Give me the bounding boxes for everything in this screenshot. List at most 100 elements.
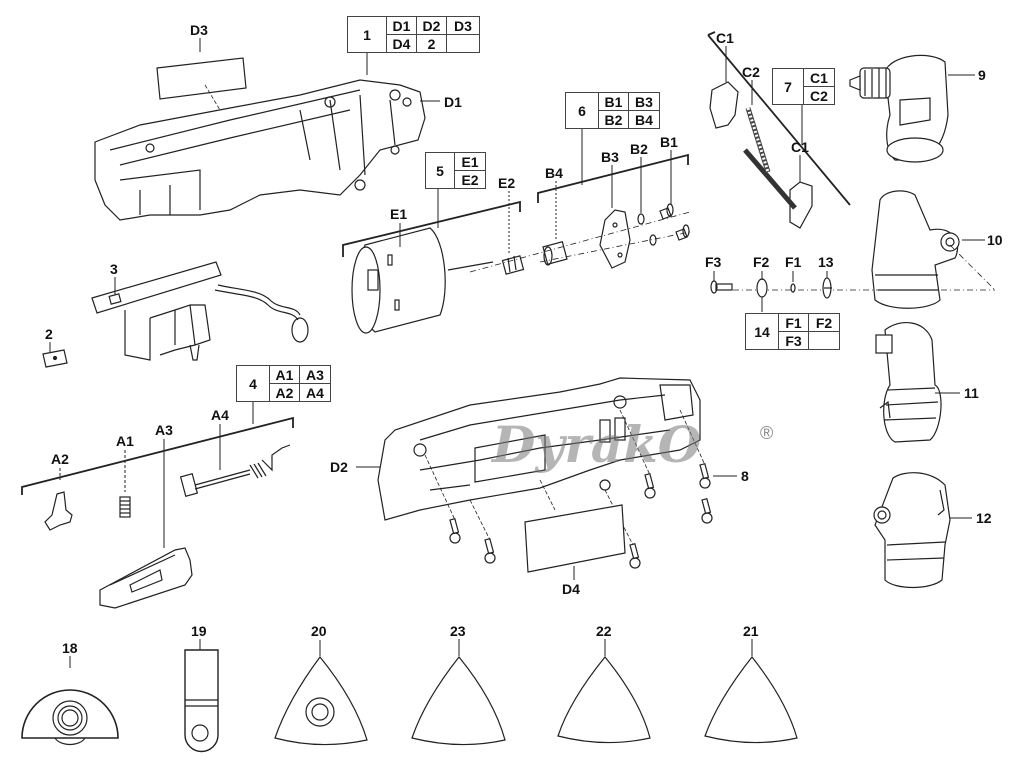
callout-e1[interactable]: E1 — [390, 206, 408, 222]
screw-b1 — [659, 203, 690, 241]
callout-19[interactable]: 19 — [191, 623, 207, 639]
callout-b2[interactable]: B2 — [630, 141, 648, 157]
segment-blade-18 — [21, 689, 119, 746]
kit-cell: A4 — [306, 384, 324, 401]
callout-a4[interactable]: A4 — [211, 407, 229, 423]
sanding-sheet-21 — [704, 656, 798, 744]
callout-c1-bottom[interactable]: C1 — [791, 139, 809, 155]
kit-cell: A2 — [270, 384, 300, 401]
callout-d3[interactable]: D3 — [190, 22, 208, 38]
kit-number: 1 — [348, 17, 387, 52]
kit-cell: E1 — [455, 153, 485, 171]
kit-cell: D1 — [387, 17, 417, 35]
callout-3[interactable]: 3 — [110, 261, 118, 277]
callout-10[interactable]: 10 — [987, 232, 1003, 248]
right-angle-head-11 — [875, 322, 942, 443]
kit-cell: B4 — [635, 111, 653, 128]
kit-table-14[interactable]: 14 F1 F2 F3 — [745, 313, 840, 350]
kit-number: 4 — [237, 366, 270, 401]
callout-23[interactable]: 23 — [450, 623, 466, 639]
callout-d1[interactable]: D1 — [444, 94, 462, 110]
callout-b4[interactable]: B4 — [545, 165, 563, 181]
kit-number: 7 — [773, 69, 804, 104]
kit-cell: F2 — [809, 314, 839, 332]
kit-cell: E2 — [461, 171, 479, 188]
kit-6-bracket — [537, 153, 689, 203]
callout-b3[interactable]: B3 — [601, 149, 619, 165]
kit-cell: D4 — [387, 35, 417, 52]
gear-e2 — [501, 255, 525, 275]
kit-number: 14 — [746, 314, 779, 349]
kit-cell: B2 — [599, 111, 629, 128]
callout-b1[interactable]: B1 — [660, 134, 678, 150]
callout-a3[interactable]: A3 — [155, 422, 173, 438]
kit-table-4[interactable]: 4 A1 A3 A2 A4 — [236, 365, 331, 402]
pinion-b4 — [542, 240, 568, 266]
spring-a1 — [119, 496, 131, 518]
clip-f1 — [790, 283, 796, 293]
callout-21[interactable]: 21 — [743, 623, 759, 639]
sanding-sheet-22 — [557, 656, 651, 744]
callout-f3[interactable]: F3 — [705, 254, 722, 270]
kit-cell: F1 — [779, 314, 809, 332]
callout-2[interactable]: 2 — [45, 326, 53, 342]
callout-18[interactable]: 18 — [62, 640, 78, 656]
kit-table-1[interactable]: 1 D1 D2 D3 D4 2 — [347, 16, 480, 53]
drill-chuck-head-9 — [849, 54, 949, 163]
callout-8[interactable]: 8 — [741, 468, 749, 484]
kit-number: 5 — [426, 153, 455, 188]
kit-cell: B1 — [599, 93, 629, 111]
kit-4-bracket — [21, 416, 294, 495]
kit-7-bracket — [707, 34, 851, 206]
callout-20[interactable]: 20 — [311, 623, 327, 639]
callout-f1[interactable]: F1 — [785, 254, 802, 270]
kit-cell: C1 — [804, 69, 834, 87]
kit-cell: A1 — [270, 366, 300, 384]
kit-number: 6 — [566, 93, 599, 128]
kit-table-6[interactable]: 6 B1 B3 B2 B4 — [565, 92, 660, 129]
watermark: DyrakO — [492, 415, 702, 474]
disk-13 — [822, 277, 832, 299]
callout-f2[interactable]: F2 — [753, 254, 770, 270]
callout-e2[interactable]: E2 — [498, 175, 516, 191]
callout-11[interactable]: 11 — [964, 385, 979, 401]
kit-cell: 2 — [417, 35, 447, 52]
latch-a2 — [44, 491, 73, 531]
clamp-c1 — [709, 81, 813, 229]
callout-12[interactable]: 12 — [976, 510, 992, 526]
washer-b2 — [637, 213, 645, 225]
kit-cell: A3 — [300, 366, 330, 384]
impact-head-12 — [873, 472, 951, 589]
kit-cell: F3 — [779, 332, 809, 349]
kit-cell: D2 — [417, 17, 447, 35]
kit-cell — [809, 332, 839, 349]
kit-cell: C2 — [810, 87, 828, 104]
callout-22[interactable]: 22 — [596, 623, 612, 639]
bracket-plate-b3 — [599, 209, 631, 269]
callout-a1[interactable]: A1 — [116, 433, 134, 449]
callout-d4[interactable]: D4 — [562, 581, 580, 597]
callout-13[interactable]: 13 — [818, 254, 834, 270]
label-plate-d3 — [156, 57, 247, 100]
housing-half-d1 — [94, 79, 426, 221]
label-plate-d4 — [524, 504, 626, 573]
kit-5-bracket — [342, 200, 521, 257]
sanding-pad-20 — [274, 656, 368, 746]
kit-table-7[interactable]: 7 C1 C2 — [772, 68, 835, 105]
switch-assembly-3 — [91, 261, 309, 361]
motor-e1 — [351, 227, 494, 334]
callout-c1-top[interactable]: C1 — [716, 30, 734, 46]
sanding-sheet-23 — [411, 656, 506, 746]
callout-c2[interactable]: C2 — [742, 64, 760, 80]
handle-half-d2 — [377, 377, 701, 521]
callout-d2[interactable]: D2 — [330, 459, 348, 475]
registered-mark: ® — [760, 423, 774, 443]
kit-cell — [447, 35, 479, 52]
kit-table-5[interactable]: 5 E1 E2 — [425, 152, 486, 189]
callout-a2[interactable]: A2 — [51, 451, 69, 467]
kit-cell: D3 — [447, 17, 479, 35]
callout-9[interactable]: 9 — [978, 67, 986, 83]
kit-cell: B3 — [629, 93, 659, 111]
